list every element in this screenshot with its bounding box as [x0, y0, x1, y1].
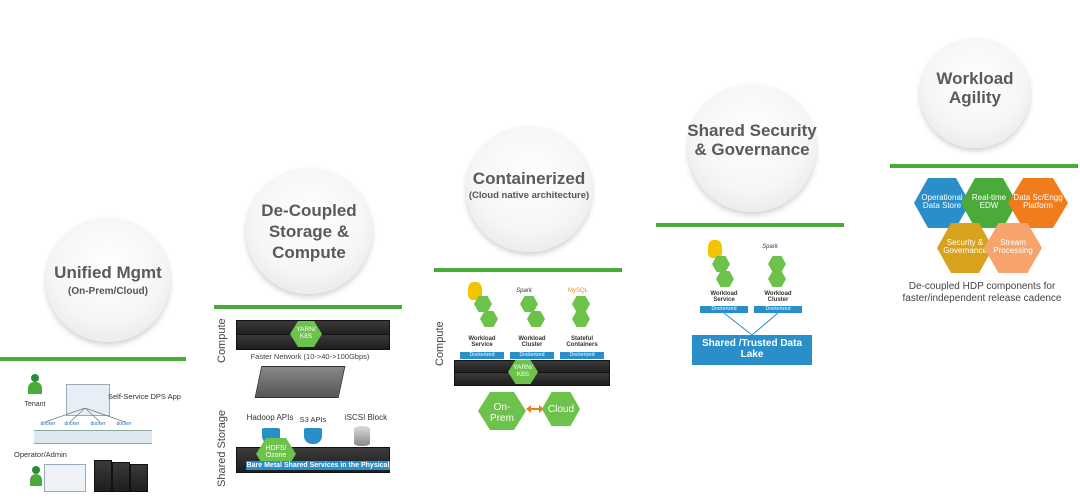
- connector-lines: [44, 408, 126, 423]
- shared-storage-vertical-label: Shared Storage: [216, 409, 228, 487]
- decoupled-title-line2: Storage &: [268, 222, 350, 241]
- agility-title-line1: Workload: [936, 69, 1014, 88]
- unified-green-line: [0, 357, 186, 361]
- security-hive-logo: [708, 240, 722, 258]
- agility-circle: [920, 38, 1030, 148]
- agility-title-line2: Agility: [949, 88, 1001, 107]
- container-yarn-hex: [508, 360, 538, 384]
- container-hex-2b: [527, 311, 545, 327]
- unified-mgmt-circle: [46, 218, 170, 342]
- decoupled-title-line1: De-Coupled: [261, 201, 357, 220]
- security-green-line: [656, 223, 844, 227]
- container-hex-2a: [520, 296, 538, 312]
- security-circle: [688, 84, 816, 212]
- security-title-line1: Shared Security: [687, 121, 817, 140]
- container-hex-3b: [572, 311, 590, 327]
- container-compute-vertical-label: Compute: [434, 321, 446, 366]
- yarn-k8s-hex: [290, 321, 322, 347]
- security-hex-2b: [768, 271, 786, 287]
- datalake-label: Shared /Trusted Data Lake: [701, 338, 803, 360]
- security-hex-1b: [716, 271, 734, 287]
- rack-server-2: [112, 462, 130, 492]
- agility-caption: De-coupled HDP components for faster/ind…: [902, 281, 1062, 304]
- operator-label: Operator/Admin: [14, 450, 67, 459]
- docker-label-1: docker: [40, 421, 56, 427]
- security-workload-service-label: Workload Service: [710, 291, 738, 304]
- s3-apis-label: S3 APIs: [299, 415, 327, 424]
- container-yarn-label: YARN/ K8S: [513, 364, 533, 378]
- datalake-box: [692, 335, 812, 365]
- admin-console-window: [44, 464, 86, 492]
- dockerized-bar-3: Dockerized: [560, 352, 604, 359]
- hex-realtime-edw-label: Real-time EDW: [971, 193, 1007, 211]
- onprem-hex: [478, 392, 526, 430]
- spark-logo: Spark: [516, 288, 532, 294]
- dockerized-bar-2: Dockerized: [510, 352, 554, 359]
- docker-label-4: docker: [116, 421, 132, 427]
- rack-server-3: [130, 464, 148, 492]
- security-hex-2a: [768, 256, 786, 272]
- hdfs-ozone-label: HDFS/ Ozone: [265, 445, 287, 460]
- hex-stream-processing-label: Stream Processing: [993, 238, 1033, 256]
- iscsi-block-label: iSCSI Block: [344, 413, 388, 422]
- workload-cluster-label: Workload Cluster: [518, 336, 546, 349]
- containerized-green-line: [434, 268, 622, 272]
- iscsi-disk-icon: [354, 426, 370, 446]
- hex-security-governance-label: Security & Governance: [943, 238, 987, 256]
- agility-green-line: [890, 164, 1078, 168]
- containerized-title: Containerized: [472, 169, 586, 188]
- stateful-containers-label: Stateful Containers: [566, 336, 598, 349]
- security-dockerized-bar-2: Dockerized: [754, 306, 802, 313]
- onprem-cloud-arrow: [526, 405, 544, 413]
- security-title-line2: & Governance: [694, 140, 810, 159]
- container-hex-1b: [480, 311, 498, 327]
- tenant-avatar: [28, 374, 42, 394]
- operator-avatar: [30, 466, 42, 486]
- workload-service-label: Workload Service: [468, 336, 496, 349]
- security-workload-cluster-label: Workload Cluster: [764, 291, 792, 304]
- network-switch: [254, 366, 346, 398]
- decoupled-circle: [246, 168, 372, 294]
- docker-label-2: docker: [64, 421, 80, 427]
- containerized-circle: [466, 126, 592, 252]
- self-service-app-label: Self-Service DPS App: [108, 392, 181, 401]
- mysql-logo: MySQL: [568, 288, 589, 294]
- containerized-subtitle: (Cloud native architecture): [468, 190, 590, 201]
- s3-bucket-icon: [304, 428, 322, 444]
- datalake-connectors: [723, 313, 779, 335]
- onprem-label: On- Prem: [490, 402, 514, 424]
- hadoop-apis-label: Hadoop APIs: [246, 413, 294, 422]
- dockerized-bar-1: Dockerized: [460, 352, 504, 359]
- network-label: Faster Network (10->40->100Gbps): [250, 352, 370, 361]
- unified-mgmt-title: Unified Mgmt: [54, 263, 162, 282]
- decoupled-green-line: [214, 305, 402, 309]
- compute-vertical-label: Compute: [216, 318, 228, 363]
- security-dockerized-bar-1: Dockerized: [700, 306, 748, 313]
- container-hex-1a: [474, 296, 492, 312]
- security-spark-logo: Spark: [762, 244, 778, 250]
- cloud-label: Cloud: [547, 404, 575, 415]
- docker-label-3: docker: [90, 421, 106, 427]
- unified-mgmt-subtitle: (On-Prem/Cloud): [68, 286, 148, 297]
- rack-server-1: [94, 460, 112, 492]
- hex-operational-data-store-label: Operational Data Store: [921, 193, 963, 211]
- security-hex-1a: [712, 256, 730, 272]
- bare-metal-bar: Bare Metal Shared Services in the Physic…: [246, 461, 390, 470]
- decoupled-title-line3: Compute: [272, 243, 346, 262]
- hive-logo: [468, 282, 482, 300]
- tenant-label: Tenant: [24, 401, 46, 408]
- container-hex-3a: [572, 296, 590, 312]
- docker-host-rail: [34, 430, 152, 444]
- yarn-k8s-label: YARN/ K8S: [296, 326, 316, 340]
- hex-data-sc-engg-label: Data Sc/Engg Platform: [1013, 193, 1063, 211]
